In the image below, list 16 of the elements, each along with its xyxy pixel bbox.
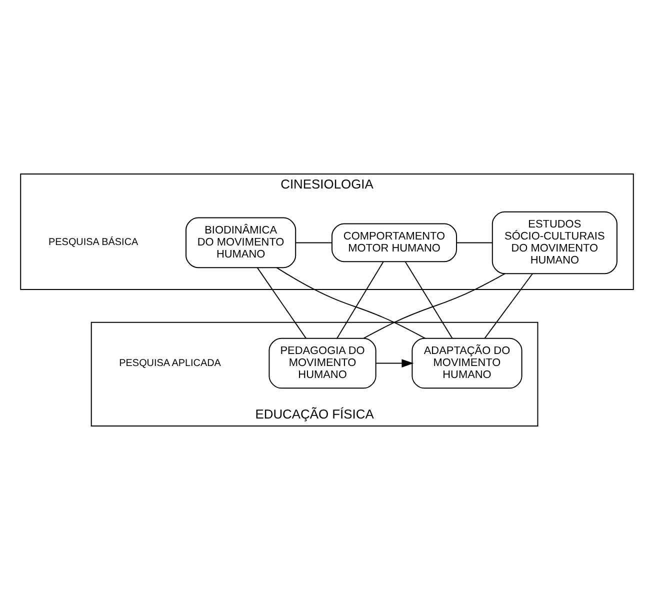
node-box: BIODINÂMICA DO MOVIMENTO HUMANO bbox=[186, 217, 296, 268]
node-box: COMPORTAMENTO MOTOR HUMANO bbox=[331, 223, 458, 262]
node-label: PESQUISA BÁSICA bbox=[48, 237, 138, 248]
node-label: PESQUISA APLICADA bbox=[119, 358, 221, 369]
connector bbox=[336, 261, 384, 339]
connector bbox=[295, 242, 332, 244]
connector bbox=[456, 242, 493, 244]
connector bbox=[276, 267, 426, 339]
connector bbox=[404, 261, 453, 339]
arrow bbox=[375, 359, 414, 368]
connector bbox=[484, 273, 534, 339]
node-box: PEDAGOGIA DO MOVIMENTO HUMANO bbox=[268, 338, 376, 389]
connector bbox=[256, 267, 306, 339]
connector bbox=[363, 273, 506, 339]
node-box: ESTUDOS SÓCIO-CULTURAIS DO MOVIMENTO HUMANO bbox=[492, 211, 618, 274]
node-box: ADAPTAÇÃO DO MOVIMENTO HUMANO bbox=[412, 338, 522, 389]
